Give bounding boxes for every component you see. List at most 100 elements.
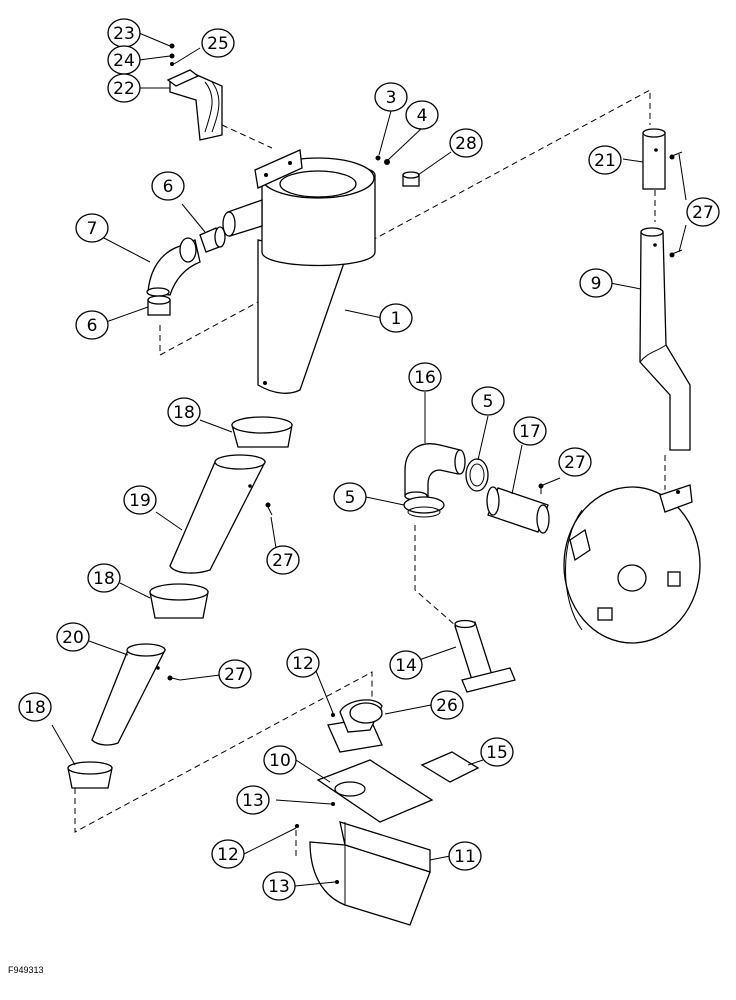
callout-13: 13 — [262, 871, 296, 901]
adapter-part-14 — [454, 619, 516, 693]
callout-circle — [266, 545, 300, 575]
screw-part-27-pipe17 — [538, 483, 544, 494]
fastener-part-13-lower — [335, 880, 339, 884]
callout-circle — [686, 197, 720, 227]
callout-label: 10 — [269, 751, 291, 771]
screw-part-27-tube19 — [265, 502, 273, 516]
callout-21: 21 — [588, 145, 622, 175]
callout-label: 18 — [24, 698, 46, 718]
callout-label: 5 — [345, 488, 356, 508]
callout-19: 19 — [123, 485, 157, 515]
callout-circle — [374, 82, 408, 112]
alignment-lines — [74, 89, 666, 860]
screw-part-12-upper — [331, 713, 335, 717]
plate-part-10 — [316, 759, 434, 823]
callout-27: 27 — [686, 197, 720, 227]
callout-15: 15 — [480, 737, 514, 767]
callout-circle — [75, 310, 109, 340]
callout-12: 12 — [211, 839, 245, 869]
callout-11: 11 — [448, 841, 482, 871]
callout-circle — [18, 692, 52, 722]
callout-label: 15 — [486, 743, 508, 763]
callout-18: 18 — [18, 692, 52, 722]
screws-part-27-upper — [669, 151, 683, 258]
callout-circle — [513, 416, 547, 446]
callout-label: 17 — [519, 422, 541, 442]
elbow-part-7 — [146, 237, 201, 297]
callout-label: 24 — [113, 51, 135, 71]
grommet-part-28 — [402, 171, 420, 187]
callout-18: 18 — [87, 563, 121, 593]
callout-label: 20 — [62, 628, 84, 648]
callout-circle — [218, 659, 252, 689]
callout-16: 16 — [408, 362, 442, 392]
callout-27: 27 — [558, 447, 592, 477]
callout-1: 1 — [379, 303, 413, 333]
callout-circle — [408, 362, 442, 392]
callout-label: 22 — [113, 79, 135, 99]
callout-circle — [211, 839, 245, 869]
callout-6: 6 — [75, 310, 109, 340]
clamp-part-5-upper — [465, 458, 489, 492]
bolt-part-3 — [375, 155, 381, 161]
callout-4: 4 — [405, 100, 439, 130]
callout-circle — [167, 397, 201, 427]
callout-circle — [471, 386, 505, 416]
callout-label: 25 — [207, 34, 229, 54]
callout-label: 11 — [454, 847, 476, 867]
callout-label: 23 — [113, 24, 135, 44]
callout-label: 26 — [436, 696, 458, 716]
callout-circle — [75, 213, 109, 243]
callout-label: 27 — [272, 551, 294, 571]
pipe-part-21 — [642, 128, 666, 190]
callout-label: 5 — [483, 392, 494, 412]
callout-label: 18 — [93, 569, 115, 589]
callout-label: 12 — [292, 654, 314, 674]
callout-14: 14 — [389, 650, 423, 680]
callout-5: 5 — [333, 482, 367, 512]
callout-circle — [201, 28, 235, 58]
callout-27: 27 — [218, 659, 252, 689]
tube-part-20 — [91, 643, 167, 746]
ring-part-18-top — [231, 416, 293, 448]
callout-label: 9 — [591, 274, 602, 294]
transition-part-26 — [327, 699, 383, 753]
callout-17: 17 — [513, 416, 547, 446]
clamp-part-6-lower — [147, 295, 171, 316]
callout-circle — [56, 622, 90, 652]
callout-20: 20 — [56, 622, 90, 652]
callout-circle — [405, 100, 439, 130]
screw-part-27-tube20 — [167, 675, 181, 681]
callout-label: 27 — [224, 665, 246, 685]
leader-lines — [51, 32, 687, 887]
callout-5: 5 — [471, 386, 505, 416]
callout-circle — [107, 73, 141, 103]
callout-circle — [379, 303, 413, 333]
cover-part-15 — [420, 751, 480, 783]
callout-24: 24 — [107, 45, 141, 75]
figure-id: F949313 — [8, 965, 44, 975]
callout-circle — [448, 841, 482, 871]
callout-label: 12 — [217, 845, 239, 865]
callout-26: 26 — [430, 690, 464, 720]
callout-label: 13 — [242, 791, 264, 811]
callout-10: 10 — [263, 745, 297, 775]
callout-label: 18 — [173, 403, 195, 423]
callout-circle — [123, 485, 157, 515]
callout-7: 7 — [75, 213, 109, 243]
callout-circle — [236, 785, 270, 815]
callout-28: 28 — [449, 128, 483, 158]
callout-circle — [262, 871, 296, 901]
callout-circle — [579, 268, 613, 298]
callout-label: 27 — [692, 203, 714, 223]
callout-label: 6 — [163, 177, 174, 197]
callout-label: 16 — [414, 368, 436, 388]
callout-13: 13 — [236, 785, 270, 815]
callout-label: 6 — [87, 316, 98, 336]
callout-23: 23 — [107, 18, 141, 48]
callout-9: 9 — [579, 268, 613, 298]
callout-6: 6 — [151, 171, 185, 201]
callout-circle — [263, 745, 297, 775]
